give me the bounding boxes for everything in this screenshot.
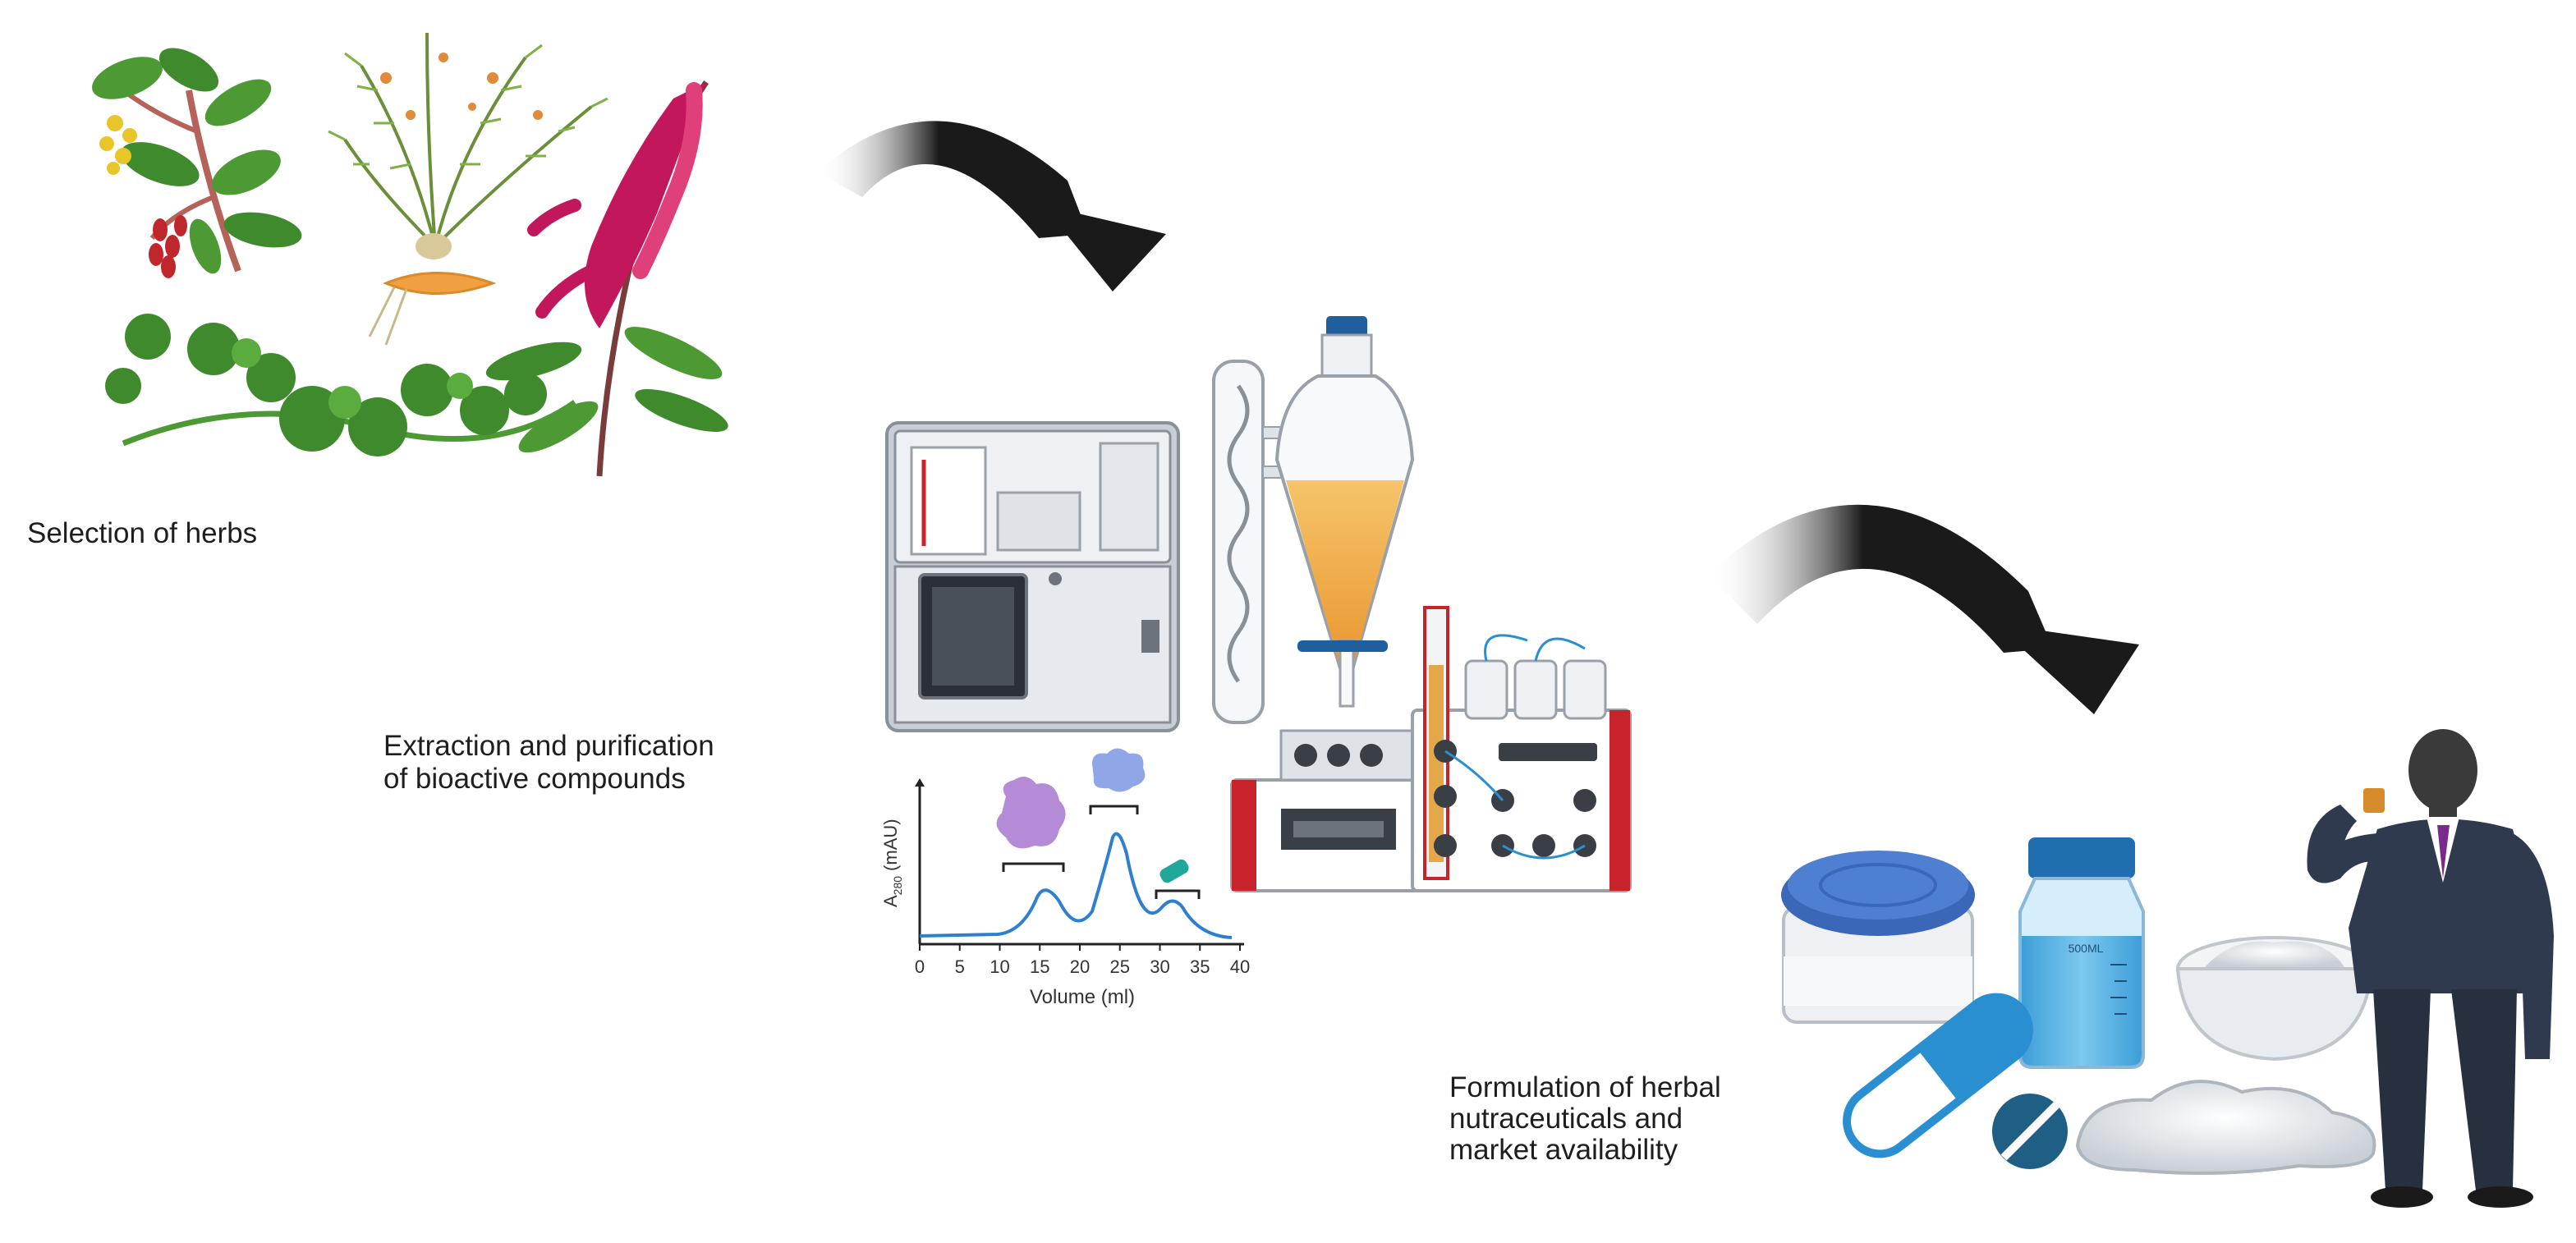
x-tick-label: 0 <box>915 956 925 977</box>
separatory-funnel <box>1274 316 1415 708</box>
jar-icon <box>1781 851 1975 1024</box>
arrow-herbs-to-extraction-icon <box>817 121 1166 291</box>
protein-blob-blue-icon <box>1092 748 1146 792</box>
chromatography-system <box>1230 606 1632 892</box>
x-tick-label: 25 <box>1110 956 1130 977</box>
step-3-label: Formulation of herbal nutraceuticals and… <box>1449 1072 1721 1166</box>
bottle-label: 500ML <box>2069 942 2104 955</box>
powder-bowl-icon <box>2175 936 2374 1062</box>
step-2-label-line2: of bioactive compounds <box>383 763 686 795</box>
step-2-label-line1: Extraction and purification <box>383 730 714 762</box>
x-tick-label: 40 <box>1230 956 1250 977</box>
step-2-label: Extraction and purification of bioactive… <box>383 730 714 796</box>
x-tick-label: 15 <box>1030 956 1049 977</box>
chromatogram-y-label: A280(mAU) <box>880 819 904 907</box>
protein-blob-purple-icon <box>996 777 1066 849</box>
chromatogram-x-label: Volume (ml) <box>1030 986 1135 1008</box>
capsule-icon <box>1843 993 2033 1158</box>
arrow-extraction-to-formulation-icon <box>1708 504 2139 714</box>
bottle-icon: 500ML <box>2018 837 2145 1069</box>
chromatogram-trace <box>919 832 1233 939</box>
x-tick-label: 10 <box>990 956 1009 977</box>
barberry-plant <box>92 48 302 278</box>
x-tick-label: 20 <box>1070 956 1090 977</box>
step-1-label: Selection of herbs <box>27 517 258 549</box>
step-3-label-line3: market availability <box>1449 1134 1678 1166</box>
amaranth-plant <box>485 80 728 477</box>
x-tick-label: 5 <box>955 956 965 977</box>
businessman-icon <box>2307 729 2554 1208</box>
extraction-cabinet <box>885 421 1180 732</box>
x-tick-label: 35 <box>1190 956 1210 977</box>
step-3-label-line1: Formulation of herbal <box>1449 1071 1721 1103</box>
tablet-icon <box>1992 1094 2068 1169</box>
chromatogram: A280(mAU) 0 5 10 15 20 25 30 35 40 Volume (ml) <box>880 748 1250 1008</box>
powder-pile-icon <box>2075 1080 2376 1175</box>
vine-plant <box>105 314 577 456</box>
protein-blob-teal-icon <box>1159 859 1189 883</box>
x-tick-label: 30 <box>1150 956 1169 977</box>
step-3-label-line2: nutraceuticals and <box>1449 1103 1683 1135</box>
chromatogram-x-ticks: 0 5 10 15 20 25 30 35 40 <box>915 944 1250 977</box>
ginseng-plant <box>328 32 608 346</box>
herbs-illustration <box>92 32 728 477</box>
